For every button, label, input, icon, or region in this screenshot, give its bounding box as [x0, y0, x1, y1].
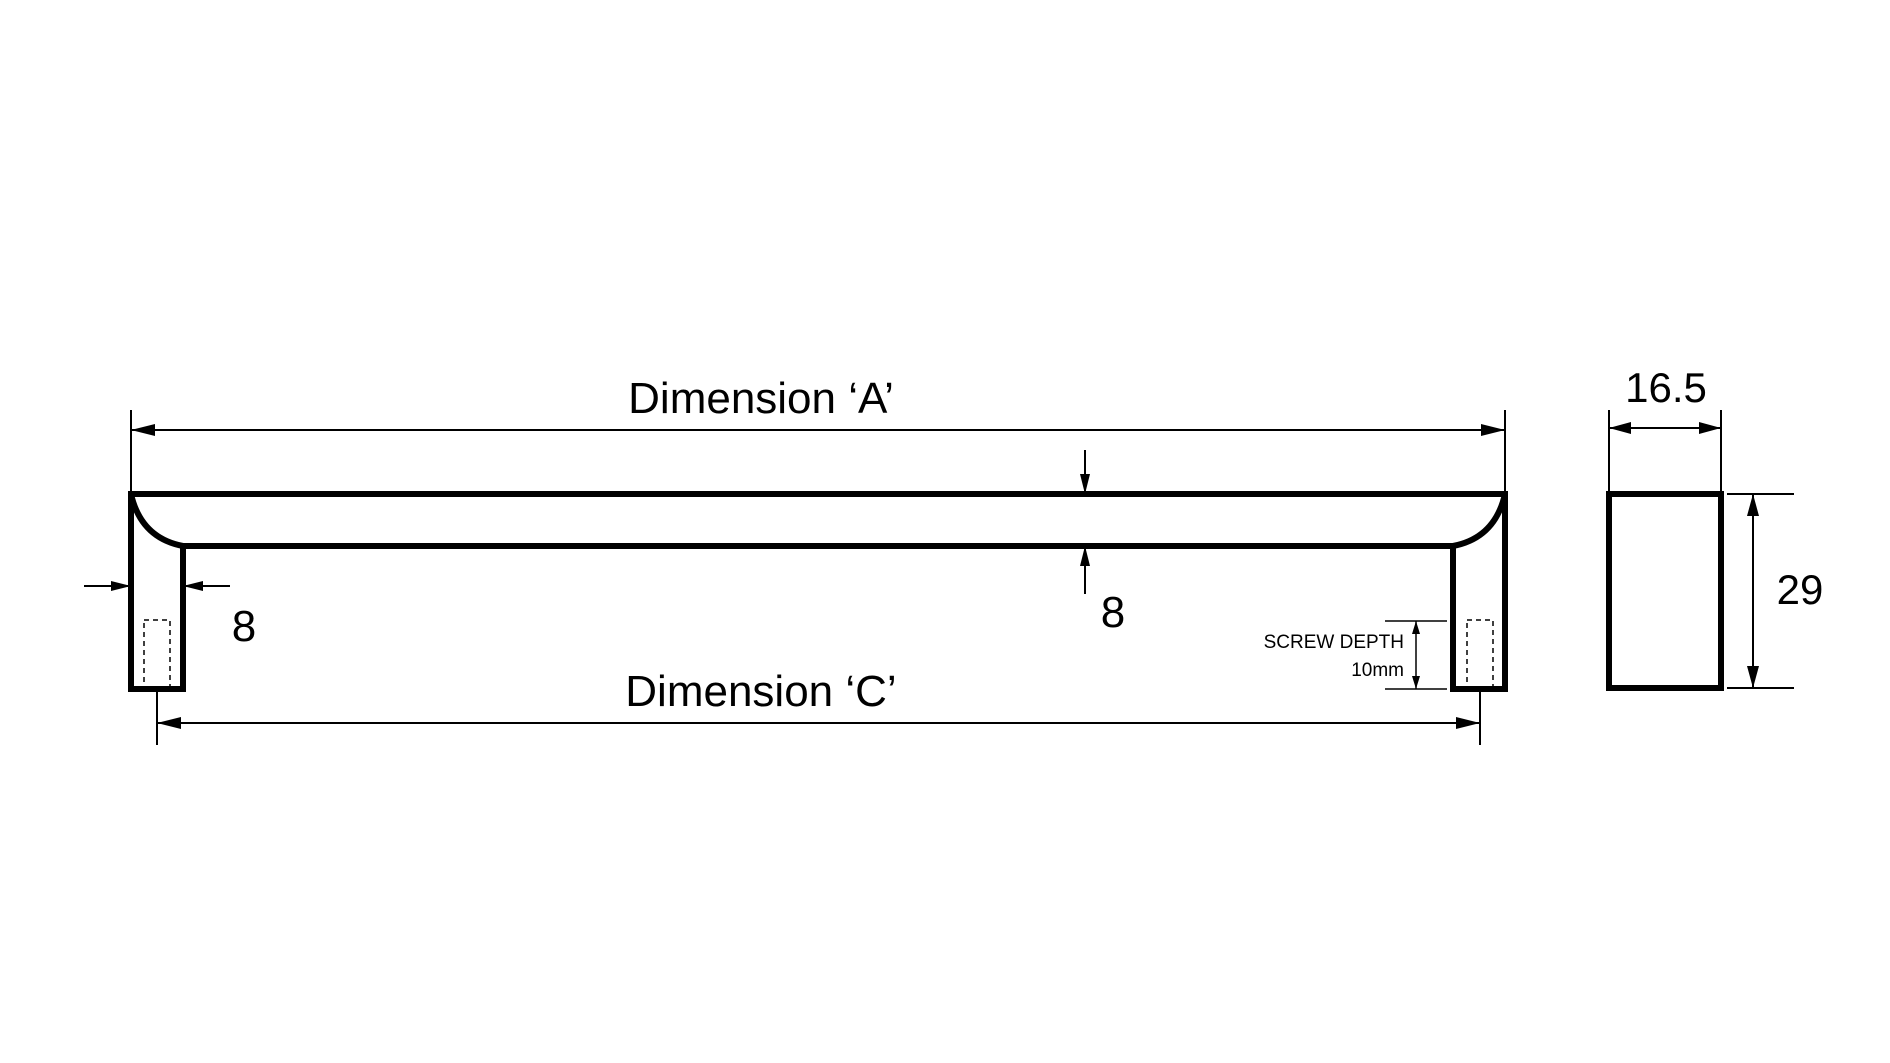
leg-width-label: 8	[232, 602, 256, 651]
handle-outline	[128, 491, 1508, 692]
screw-depth-title: SCREW DEPTH	[1264, 632, 1404, 653]
dimension-a-label: Dimension ‘A’	[628, 374, 894, 423]
bar-thickness-callout: 8	[1080, 450, 1125, 637]
end-width-label: 16.5	[1625, 364, 1707, 411]
screw-depth-value: 10mm	[1351, 660, 1404, 681]
dimension-c-label: Dimension ‘C’	[625, 667, 896, 716]
screw-depth-callout: SCREW DEPTH 10mm	[1264, 620, 1447, 690]
leg-width-callout: 8	[84, 581, 256, 651]
left-fillet-curve	[128, 493, 184, 549]
handle-front-view	[128, 491, 1508, 692]
end-profile	[1606, 491, 1724, 691]
dimension-a-callout: Dimension ‘A’	[130, 374, 1506, 494]
handle-end-view: 16.5 29	[1606, 364, 1824, 691]
bar-thickness-label: 8	[1101, 588, 1125, 637]
dimension-c-callout: Dimension ‘C’	[156, 667, 1481, 745]
left-screw-hole	[143, 619, 171, 689]
right-screw-hole	[1466, 619, 1494, 689]
right-fillet-curve	[1452, 493, 1508, 549]
end-height-label: 29	[1777, 566, 1824, 613]
